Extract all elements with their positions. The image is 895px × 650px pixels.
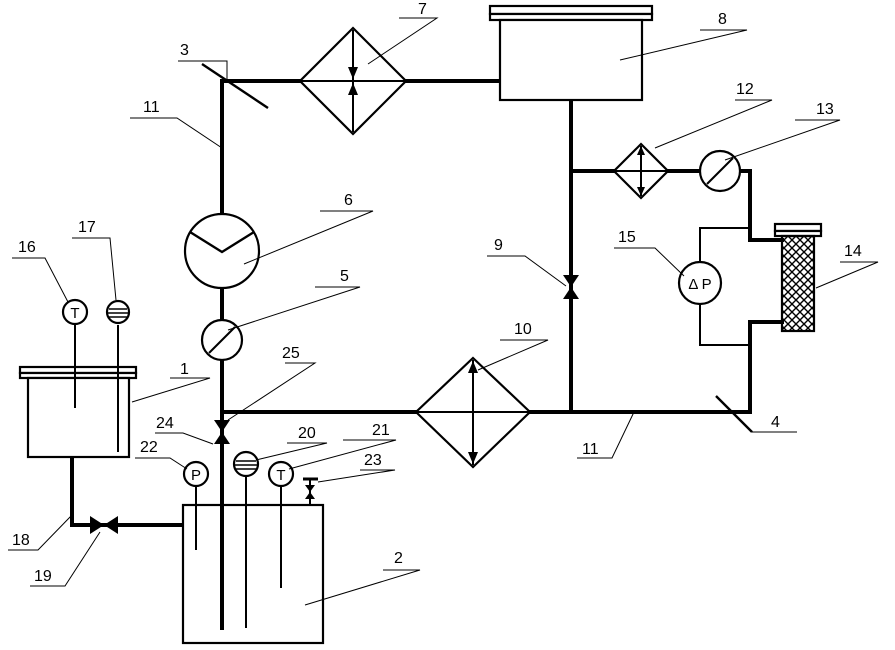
reservoir-8	[490, 6, 652, 100]
thermometer-16-symbol: T	[70, 305, 79, 322]
label-20: 20	[298, 425, 316, 442]
flow-meter-5	[202, 320, 242, 360]
label-21: 21	[372, 422, 390, 439]
label-1: 1	[180, 361, 189, 378]
label-11b: 11	[582, 441, 599, 458]
label-4: 4	[771, 414, 780, 431]
label-8: 8	[718, 11, 727, 28]
label-18: 18	[12, 532, 30, 549]
pipe-network	[72, 81, 782, 628]
label-19: 19	[34, 568, 52, 585]
dp-gauge-symbol: Δ P	[688, 276, 711, 293]
label-5: 5	[340, 268, 349, 285]
heat-exchanger-12	[614, 144, 668, 198]
valve-19	[90, 516, 118, 534]
leader-lines	[8, 18, 878, 605]
label-9: 9	[494, 237, 503, 254]
label-23: 23	[364, 452, 382, 469]
reference-numbers: 1 2 3 4 5 6 7 8 9 10 11 11 12 13 14 15 1…	[12, 1, 862, 585]
level-gauge-17	[107, 301, 129, 323]
label-3: 3	[180, 42, 189, 59]
heat-exchanger-7	[300, 28, 406, 134]
label-14: 14	[844, 243, 862, 260]
pressure-gauge-22: P	[184, 462, 208, 486]
pipe-junction-marker-3	[202, 64, 268, 108]
label-15: 15	[618, 229, 636, 246]
thermometer-21-symbol: T	[276, 467, 285, 484]
vent-valve-23	[303, 479, 318, 505]
label-16: 16	[18, 239, 36, 256]
tank-2	[183, 476, 323, 643]
label-11a: 11	[143, 99, 160, 116]
label-24: 24	[156, 415, 174, 432]
differential-pressure-gauge-15: Δ P	[679, 262, 721, 304]
label-7: 7	[418, 1, 427, 18]
label-13: 13	[816, 101, 834, 118]
label-12: 12	[736, 81, 754, 98]
label-2: 2	[394, 550, 403, 567]
tank-1	[20, 325, 136, 457]
thermometer-21: T	[269, 462, 293, 486]
label-22: 22	[140, 439, 158, 456]
label-25: 25	[282, 345, 300, 362]
valve-24	[214, 420, 230, 444]
label-6: 6	[344, 192, 353, 209]
pump-6	[185, 214, 259, 288]
level-gauge-20	[234, 452, 258, 476]
heat-exchanger-10	[416, 358, 530, 467]
pressure-gauge-22-symbol: P	[191, 467, 201, 484]
label-17: 17	[78, 219, 96, 236]
filter-14	[775, 224, 821, 331]
thermometer-16: T	[63, 300, 87, 324]
valve-9	[563, 275, 579, 299]
label-10: 10	[514, 321, 532, 338]
